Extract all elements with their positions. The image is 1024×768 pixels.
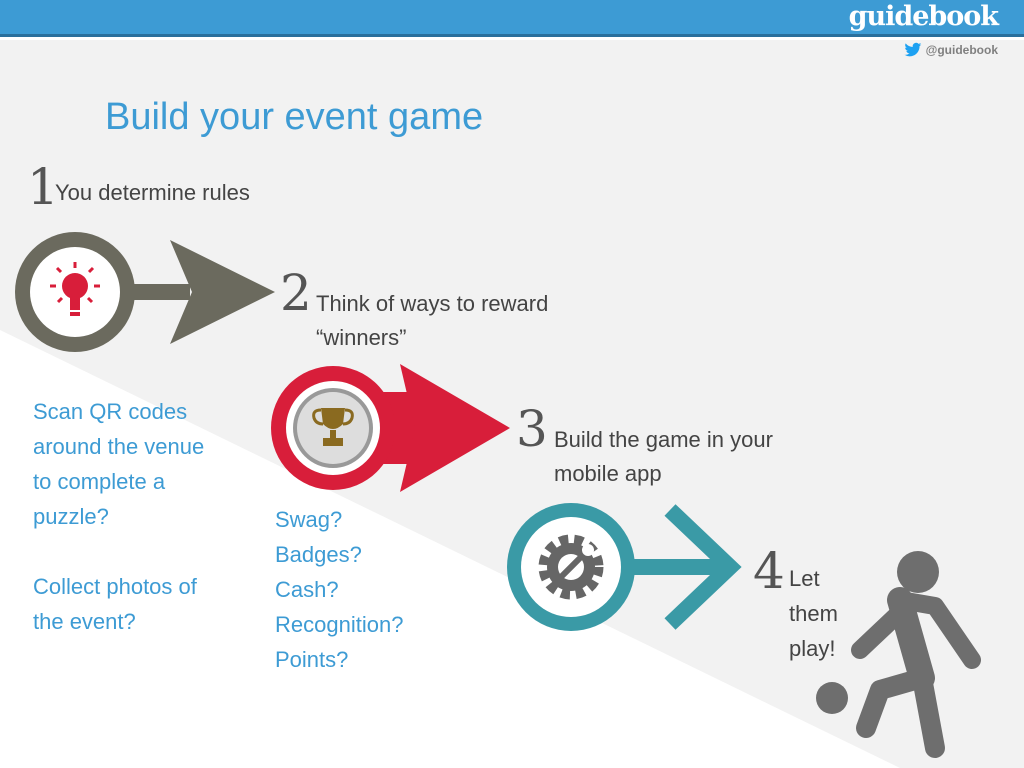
page-title: Build your event game [105,96,484,138]
step2-text-line: “winners” [316,325,407,350]
header-bar [0,0,1024,34]
step4-text-line: them [789,601,838,626]
step4-number: 4 [753,542,785,600]
rule-example-line: to complete a [33,469,166,494]
header-divider [0,34,1024,37]
step4-text-line: play! [789,636,836,661]
step1-text-line: You determine rules [55,180,250,205]
step2-number: 2 [280,264,312,322]
step3-text: Build the game in your mobile app [554,423,773,491]
reward-example-line: Swag? [275,507,343,532]
step4-text: Let them play! [789,561,838,666]
rule-example-line: Scan QR codes [33,399,188,424]
step2-text: Think of ways to reward “winners” [316,287,548,355]
trophy-icon [312,408,354,446]
rule-example-line: around the venue [33,434,205,459]
step3-connector-arrow [620,504,742,630]
rule-example-line: the event? [33,609,136,634]
step2-text-line: Think of ways to reward [316,291,549,316]
rule-examples: Scan QR codes around the venue to comple… [33,394,204,639]
twitter-bird-icon [904,42,921,57]
step1-text: You determine rules [55,176,250,210]
reward-examples: Swag? Badges? Cash? Recognition? Points? [275,502,403,677]
step1-connector-arrow [130,240,275,344]
reward-example-line: Points? [275,647,349,672]
step3-text-line: mobile app [554,461,662,486]
gear-wrench-icon [538,534,604,600]
soccer-player-icon [816,551,981,758]
step3-text-line: Build the game in your [554,427,773,452]
rule-example-line: puzzle? [33,504,109,529]
lightbulb-icon [50,262,100,316]
reward-example-line: Recognition? [275,612,404,637]
reward-example-line: Badges? [275,542,362,567]
step1-number: 1 [27,158,59,216]
step3-number: 3 [516,400,548,458]
step4-text-line: Let [789,566,820,591]
twitter-handle: @guidebook [904,41,998,59]
rule-example-line: Collect photos of [33,574,197,599]
reward-example-line: Cash? [275,577,339,602]
brand-logo: guidebook [848,1,999,32]
twitter-handle-text: @guidebook [925,43,998,57]
